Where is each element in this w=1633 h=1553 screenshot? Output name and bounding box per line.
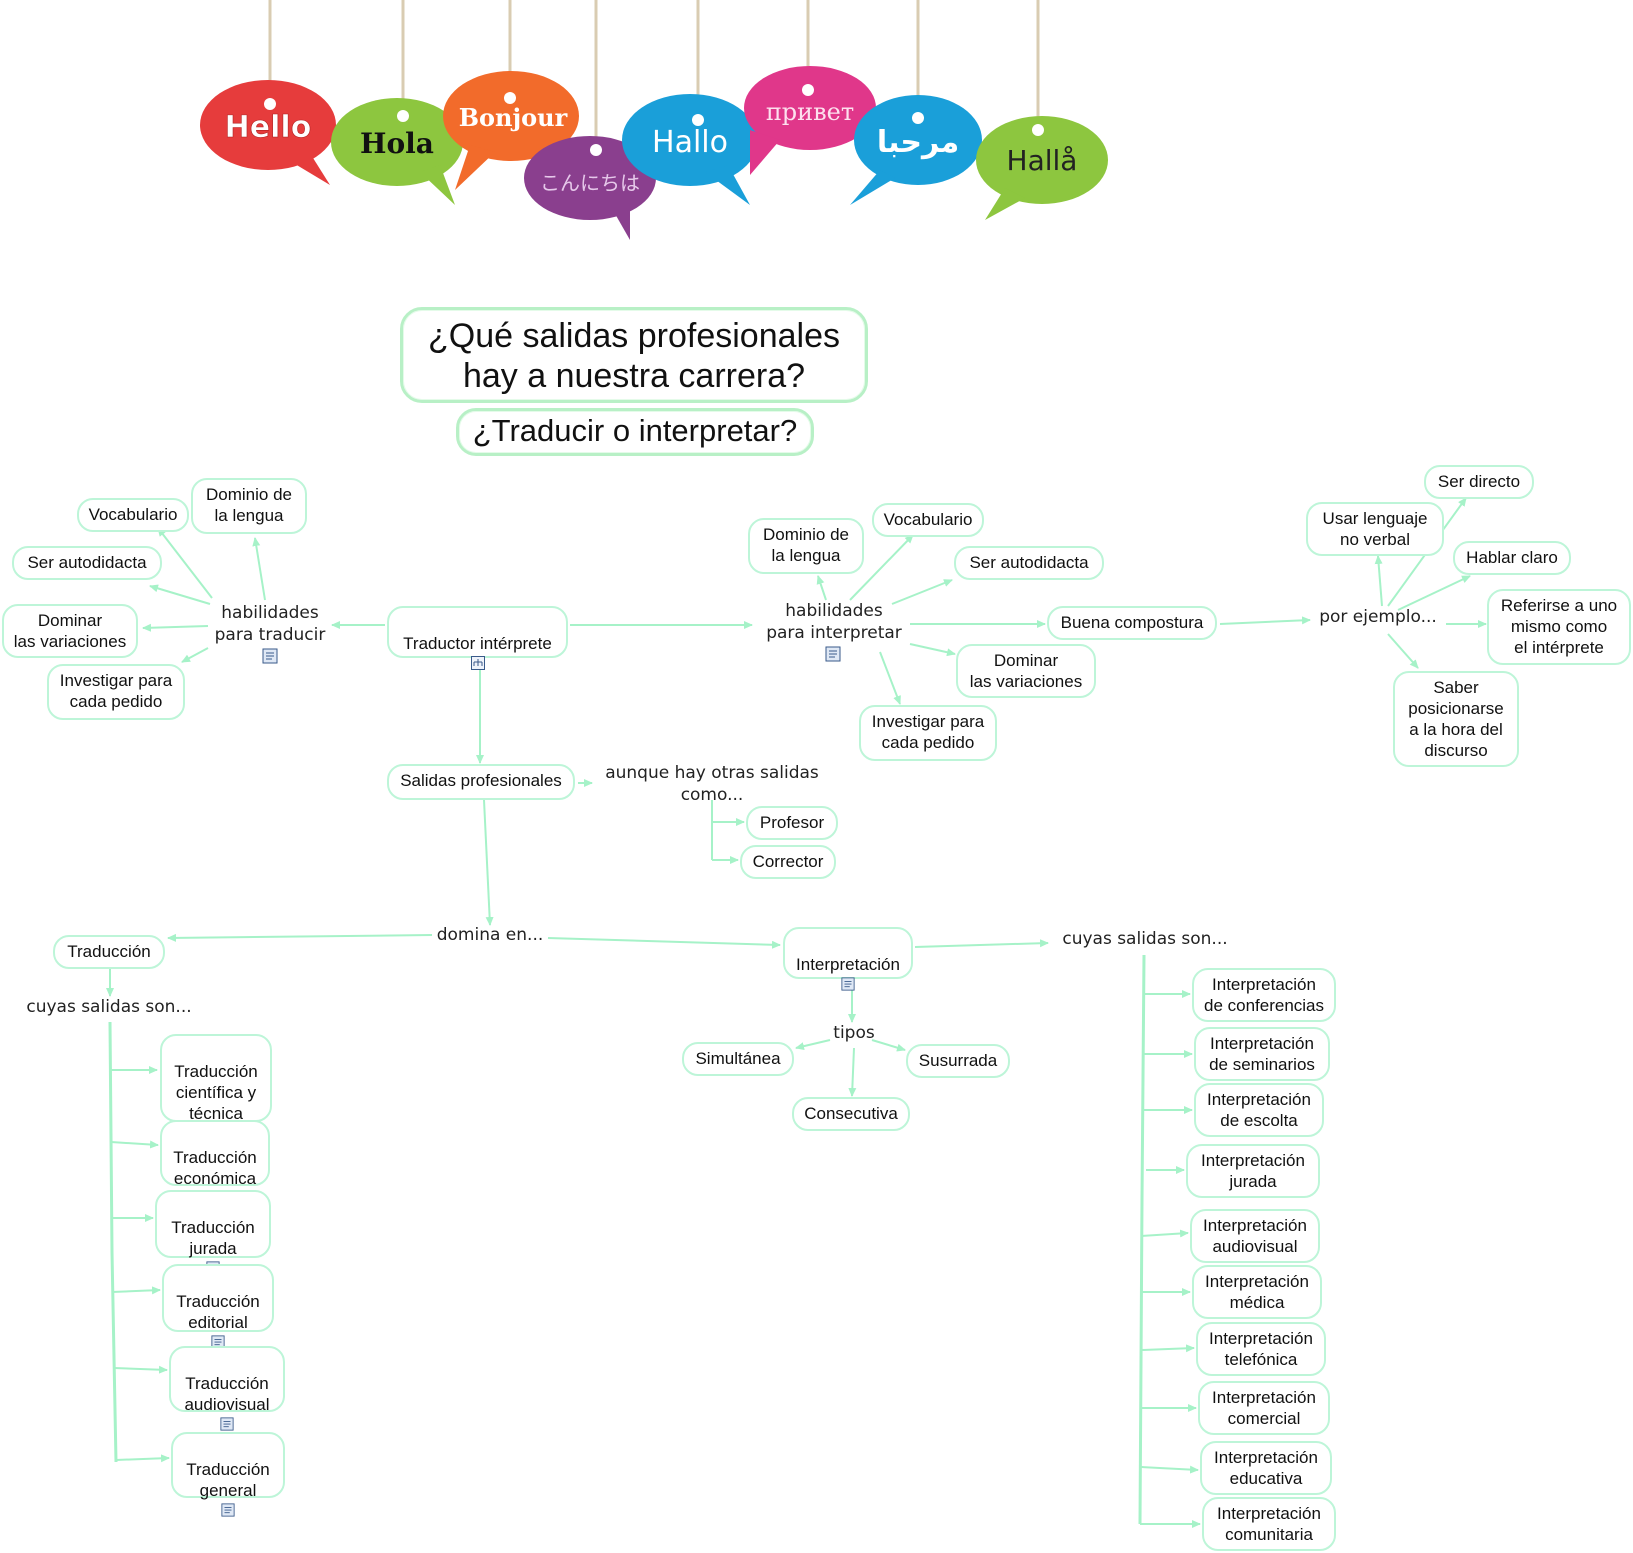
node-dominar-variaciones-interpretar[interactable]: Dominar las variaciones (956, 644, 1096, 698)
bubble-hallo: Hallo (622, 94, 758, 205)
greeting-hello: Hello (225, 110, 312, 145)
document-icon (262, 648, 278, 664)
node-investigar-interpretar[interactable]: Investigar para cada pedido (859, 705, 997, 761)
node-vocabulario-interpretar[interactable]: Vocabulario (872, 503, 984, 537)
node-label: Traducción económica (173, 1148, 257, 1188)
bubble-marhaba: مرحبا (850, 95, 982, 205)
label-habilidades-traducir: habilidades para traducir (214, 603, 326, 645)
node-interpretacion-jurada[interactable]: Interpretación jurada (1186, 1144, 1320, 1198)
node-interpretacion-seminarios[interactable]: Interpretación de seminarios (1194, 1027, 1330, 1081)
node-traduccion-cientifica[interactable]: Traducción científica y técnica (160, 1034, 272, 1140)
node-ser-autodidacta-interpretar[interactable]: Ser autodidacta (954, 546, 1104, 580)
label-otras-salidas: aunque hay otras salidas como... (605, 763, 819, 805)
node-interpretacion[interactable]: Interpretación (783, 927, 913, 991)
node-traduccion[interactable]: Traducción (53, 935, 165, 969)
label-cuyas-salidas-interpretacion: cuyas salidas son... (1062, 929, 1228, 949)
node-label: Traducción editorial (176, 1292, 260, 1332)
node-dominio-lengua-traducir[interactable]: Dominio de la lengua (191, 478, 307, 534)
greeting-konnichiwa: こんにちは (540, 171, 640, 195)
node-label: Traducción general (186, 1460, 270, 1500)
label-por-ejemplo: por ejemplo... (1319, 607, 1437, 627)
node-dominar-variaciones-traducir[interactable]: Dominar las variaciones (2, 604, 138, 658)
node-label: Traducción científica y técnica (174, 1062, 258, 1123)
node-label: Traducción audiovisual (184, 1374, 270, 1414)
node-saber-posicionarse[interactable]: Saber posicionarse a la hora del discurs… (1393, 671, 1519, 767)
node-hablar-claro[interactable]: Hablar claro (1453, 541, 1571, 575)
node-label: Traducción jurada (171, 1218, 255, 1258)
document-icon (841, 977, 855, 991)
label-tipos: tipos (833, 1023, 875, 1043)
node-label: Interpretación (796, 955, 900, 974)
greeting-hola: Hola (360, 127, 434, 160)
node-susurrada[interactable]: Susurrada (906, 1044, 1010, 1078)
map-subtitle: ¿Traducir o interpretar? (456, 408, 814, 456)
node-referirse-interprete[interactable]: Referirse a uno mismo como el intérprete (1487, 589, 1631, 665)
document-icon (825, 646, 841, 662)
greeting-privet: привет (766, 98, 854, 126)
node-traduccion-audiovisual[interactable]: Traducción audiovisual (169, 1346, 285, 1431)
node-interpretacion-escolta[interactable]: Interpretación de escolta (1194, 1083, 1324, 1137)
node-interpretacion-medica[interactable]: Interpretación médica (1192, 1265, 1322, 1319)
bubble-halla: Hallå (976, 116, 1108, 220)
document-icon (211, 1335, 225, 1349)
node-buena-compostura[interactable]: Buena compostura (1047, 606, 1217, 640)
node-traduccion-jurada[interactable]: Traducción jurada (155, 1190, 271, 1275)
node-traduccion-general[interactable]: Traducción general (171, 1432, 285, 1517)
node-label: Traductor intérprete (403, 634, 552, 653)
greetings-banner: Hello Hola Bonjour こんにちは Hallo привет مر… (200, 0, 1108, 240)
node-simultanea[interactable]: Simultánea (682, 1042, 794, 1076)
document-icon (220, 1417, 234, 1431)
bubble-bonjour: Bonjour (443, 71, 579, 190)
node-interpretacion-audiovisual[interactable]: Interpretación audiovisual (1190, 1209, 1320, 1263)
greeting-marhaba: مرحبا (877, 125, 959, 160)
node-traduccion-economica[interactable]: Traducción económica (160, 1120, 270, 1205)
map-title: ¿Qué salidas profesionales hay a nuestra… (400, 307, 868, 403)
node-lenguaje-no-verbal[interactable]: Usar lenguaje no verbal (1306, 502, 1444, 556)
node-interpretacion-educativa[interactable]: Interpretación educativa (1200, 1441, 1332, 1495)
node-interpretacion-comunitaria[interactable]: Interpretación comunitaria (1202, 1497, 1336, 1551)
node-salidas-profesionales[interactable]: Salidas profesionales (387, 764, 575, 800)
node-profesor[interactable]: Profesor (746, 806, 838, 840)
node-ser-autodidacta-traducir[interactable]: Ser autodidacta (12, 546, 162, 580)
bubble-hello: Hello (200, 80, 336, 185)
node-traduccion-editorial[interactable]: Traducción editorial (162, 1264, 274, 1349)
node-interpretacion-conferencias[interactable]: Interpretación de conferencias (1192, 968, 1336, 1022)
concept-map-icon (470, 656, 485, 670)
label-domina-en: domina en... (436, 925, 544, 945)
node-traductor-interprete[interactable]: Traductor intérprete (387, 606, 568, 670)
label-habilidades-interpretar: habilidades para interpretar (766, 601, 902, 643)
greeting-halla: Hallå (1007, 144, 1078, 177)
node-investigar-traducir[interactable]: Investigar para cada pedido (47, 664, 185, 720)
node-consecutiva[interactable]: Consecutiva (792, 1097, 910, 1131)
bubble-hola: Hola (331, 98, 463, 205)
node-ser-directo[interactable]: Ser directo (1424, 465, 1534, 499)
bubble-privet: привет (744, 66, 876, 175)
document-icon (221, 1503, 235, 1517)
label-cuyas-salidas-traduccion: cuyas salidas son... (26, 997, 192, 1017)
node-interpretacion-telefonica[interactable]: Interpretación telefónica (1196, 1322, 1326, 1376)
node-corrector[interactable]: Corrector (740, 845, 836, 879)
bubble-konnichiwa: こんにちは (524, 136, 656, 240)
node-vocabulario-traducir[interactable]: Vocabulario (77, 498, 189, 532)
node-dominio-lengua-interpretar[interactable]: Dominio de la lengua (748, 518, 864, 574)
greeting-hallo: Hallo (652, 125, 728, 160)
greeting-bonjour: Bonjour (459, 103, 568, 132)
node-interpretacion-comercial[interactable]: Interpretación comercial (1198, 1381, 1330, 1435)
